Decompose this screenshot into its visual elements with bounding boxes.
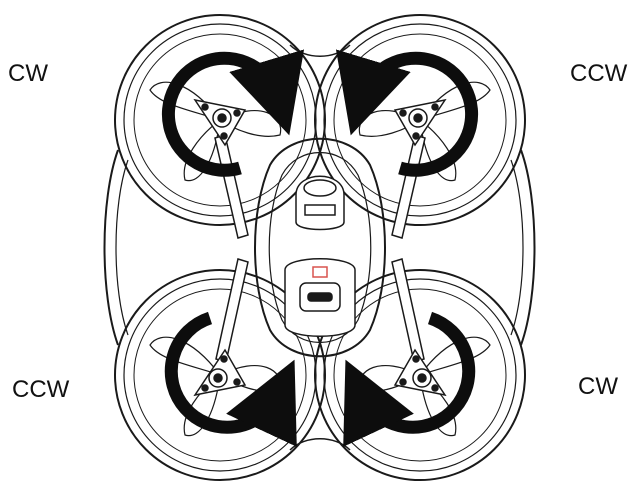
motor-bottom-right [395, 350, 445, 395]
motor-top-left [195, 100, 245, 145]
label-top-left: CW [8, 62, 48, 86]
usb-port [285, 259, 355, 337]
label-bottom-right: CW [578, 375, 618, 399]
motors [195, 100, 445, 395]
camera [296, 176, 344, 229]
motor-bottom-left [195, 350, 245, 395]
label-bottom-left: CCW [12, 378, 69, 402]
status-led [313, 267, 327, 277]
motor-top-right [395, 100, 445, 145]
label-top-right: CCW [570, 62, 627, 86]
